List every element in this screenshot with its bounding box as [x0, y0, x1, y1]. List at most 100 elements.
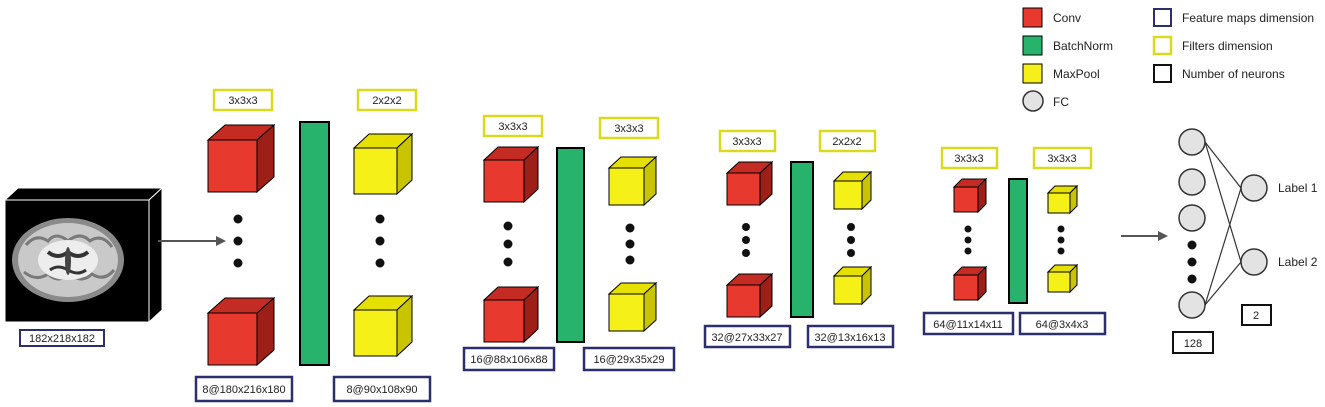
conv-cube-top	[952, 177, 988, 214]
maxpool-cube-bottom	[1046, 263, 1079, 294]
pool-features-label: 16@29x35x29	[593, 354, 664, 366]
conv-cube-top	[725, 160, 774, 207]
legend-maxpool: MaxPool	[1022, 63, 1100, 84]
batchnorm-layer	[556, 147, 585, 343]
conv-features-label: 8@180x216x180	[202, 384, 285, 396]
legend: Conv BatchNorm MaxPool FC Feature maps d…	[1022, 7, 1314, 112]
batchnorm-layer	[790, 161, 814, 318]
ellipsis-dot	[503, 221, 513, 231]
ellipsis-dot	[964, 225, 972, 233]
feature-maps-box	[462, 346, 556, 372]
output-neuron-count: 2	[1253, 310, 1259, 322]
ellipsis-dot	[503, 239, 513, 249]
maxpool-cube-bottom	[832, 265, 873, 306]
ellipsis-dot	[233, 214, 243, 224]
feature-maps-box	[703, 324, 792, 349]
fc-neuron	[1178, 128, 1206, 156]
conv-block-1: 3x3x3 8@180x216x180 2x2x2	[194, 88, 432, 403]
fc-neuron	[1178, 168, 1206, 196]
fc-neuron	[1178, 291, 1206, 319]
neuron-count-box	[1172, 331, 1214, 354]
filter-box	[482, 114, 544, 138]
feature-maps-box	[922, 311, 1015, 336]
legend-fc: FC	[1022, 90, 1069, 112]
ellipsis-dot	[1057, 247, 1065, 255]
ellipsis-dot	[847, 236, 855, 244]
legend-filters: Filters dimension	[1152, 35, 1273, 56]
output-neuron	[1240, 174, 1268, 202]
ellipsis-dot	[375, 258, 385, 268]
svg-text:Conv: Conv	[1053, 11, 1081, 25]
fc-swatch	[1022, 90, 1044, 112]
filter-box	[356, 88, 418, 112]
feature-maps-swatch	[1153, 8, 1172, 27]
conv-features-label: 64@11x14x11	[933, 319, 1002, 331]
svg-text:Number of neurons: Number of neurons	[1182, 67, 1285, 81]
conv-swatch	[1022, 7, 1043, 28]
ellipsis-dot	[847, 223, 855, 231]
ellipsis-dot	[625, 223, 635, 233]
ellipsis-dot	[742, 236, 750, 244]
ellipsis-dot	[503, 257, 513, 267]
filters-swatch	[1152, 35, 1173, 56]
ellipsis-dot	[625, 239, 635, 249]
neuron-count-box	[1241, 304, 1272, 326]
ellipsis-dot	[964, 236, 972, 244]
pool-features-label: 64@3x4x3	[1036, 319, 1089, 331]
ellipsis-dot	[375, 214, 385, 224]
maxpool-cube-top	[1046, 184, 1079, 215]
ellipsis-dot	[1057, 225, 1065, 233]
neurons-swatch	[1153, 64, 1172, 83]
filter-box	[940, 146, 999, 170]
filter-box	[212, 88, 274, 112]
feature-maps-box	[582, 346, 676, 372]
legend-conv: Conv	[1022, 7, 1081, 28]
conv-block-3: 3x3x3 32@27x33x27 2x2x2	[703, 129, 895, 349]
conv-filter-label: 3x3x3	[732, 136, 761, 148]
fc-neuron	[1178, 204, 1206, 232]
pool-filter-label: 2x2x2	[832, 136, 861, 148]
ellipsis-dot	[625, 255, 635, 265]
pool-filter-label: 2x2x2	[372, 95, 401, 107]
conv-filter-label: 3x3x3	[498, 121, 527, 133]
feature-maps-box	[332, 375, 432, 403]
maxpool-swatch	[1022, 63, 1043, 84]
input-dimension-label: 182x218x182	[29, 333, 95, 345]
ellipsis-dot	[964, 247, 972, 255]
conv-block-2: 3x3x3 16@88x106x88 3x3x3	[462, 114, 676, 372]
feature-maps-box	[194, 375, 294, 403]
filter-box	[1032, 146, 1093, 170]
conv-cube-top	[482, 145, 540, 204]
hidden-neuron-count: 128	[1184, 338, 1202, 350]
filter-box	[718, 129, 777, 153]
pool-features-label: 32@13x16x13	[814, 332, 885, 344]
svg-text:Filters dimension: Filters dimension	[1182, 39, 1273, 53]
maxpool-cube-top	[352, 132, 414, 196]
input-brain-volume: 182x218x182	[3, 186, 164, 347]
conv-block-4: 3x3x3 64@11x14x11 3x3x3	[922, 146, 1107, 336]
conv-features-label: 16@88x106x88	[470, 354, 547, 366]
batchnorm-swatch	[1022, 35, 1043, 56]
fully-connected-layer: Label 1 Label 2 128 2	[1172, 128, 1318, 354]
pool-features-label: 8@90x108x90	[346, 384, 417, 396]
ellipsis-dot	[1057, 236, 1065, 244]
output-label-1: Label 1	[1278, 181, 1318, 195]
maxpool-cube-bottom	[352, 294, 414, 358]
ellipsis-dot	[1187, 240, 1197, 250]
maxpool-cube-top	[607, 155, 658, 207]
svg-text:Feature maps dimension: Feature maps dimension	[1182, 11, 1314, 25]
conv-cube-bottom	[482, 285, 540, 344]
conv-cube-bottom	[952, 265, 988, 302]
svg-text:FC: FC	[1053, 95, 1069, 109]
ellipsis-dot	[1187, 274, 1197, 284]
conv-cube-bottom	[206, 296, 276, 367]
conv-cube-top	[206, 123, 276, 194]
batchnorm-layer	[299, 121, 330, 366]
ellipsis-dot	[375, 236, 385, 246]
maxpool-cube-bottom	[607, 281, 658, 333]
output-neuron	[1240, 248, 1268, 276]
ellipsis-dot	[233, 236, 243, 246]
feature-maps-box	[806, 324, 895, 349]
output-label-2: Label 2	[1278, 255, 1318, 269]
